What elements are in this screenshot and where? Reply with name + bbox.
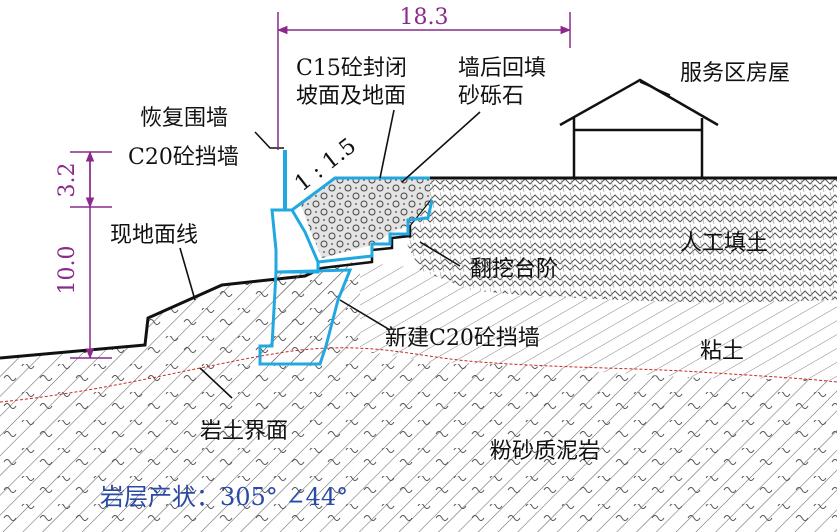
height-small-label: 3.2 (55, 163, 80, 198)
fill-label: 人工填土 (680, 231, 768, 256)
excavation-steps-line (321, 199, 431, 270)
height-large-label: 10.0 (55, 246, 80, 295)
height-dimensions (70, 150, 112, 360)
ground-line-label: 现地面线 (110, 223, 198, 248)
backfill-label-line1: 墙后回填 (458, 56, 546, 81)
gravel-backfill (300, 178, 430, 258)
width-label: 18.3 (400, 5, 449, 30)
new-wall-label: 新建C20砼挡墙 (385, 326, 540, 351)
c15-label-line2: 坡面及地面 (296, 84, 406, 109)
rock-soil-interface-line (0, 347, 837, 403)
building-label: 服务区房屋 (680, 61, 790, 86)
artificial-fill-layer (405, 178, 837, 303)
bedding-attitude-label: 岩层产状：305° ∠44° (100, 483, 348, 511)
c15-label-line1: C15砼封闭 (296, 56, 407, 81)
clay-label: 粘土 (700, 339, 744, 364)
c15-slope-cap (291, 176, 430, 212)
width-dimension (276, 12, 572, 150)
leader-lines (179, 81, 671, 399)
new-c20-retaining-wall (258, 268, 353, 366)
old-wall-label: C20砼挡墙 (128, 145, 239, 170)
backfill-label-line2: 砂砾石 (458, 84, 524, 109)
excavation-steps-label: 翻挖台阶 (470, 257, 558, 282)
interface-label: 岩土界面 (200, 419, 288, 444)
mudstone-label: 粉砂质泥岩 (490, 439, 600, 464)
excavated-steps-blue (317, 199, 434, 264)
restore-wall-label: 恢复围墙 (140, 106, 228, 131)
old-c20-retaining-wall (270, 208, 320, 274)
service-area-building (559, 78, 719, 178)
